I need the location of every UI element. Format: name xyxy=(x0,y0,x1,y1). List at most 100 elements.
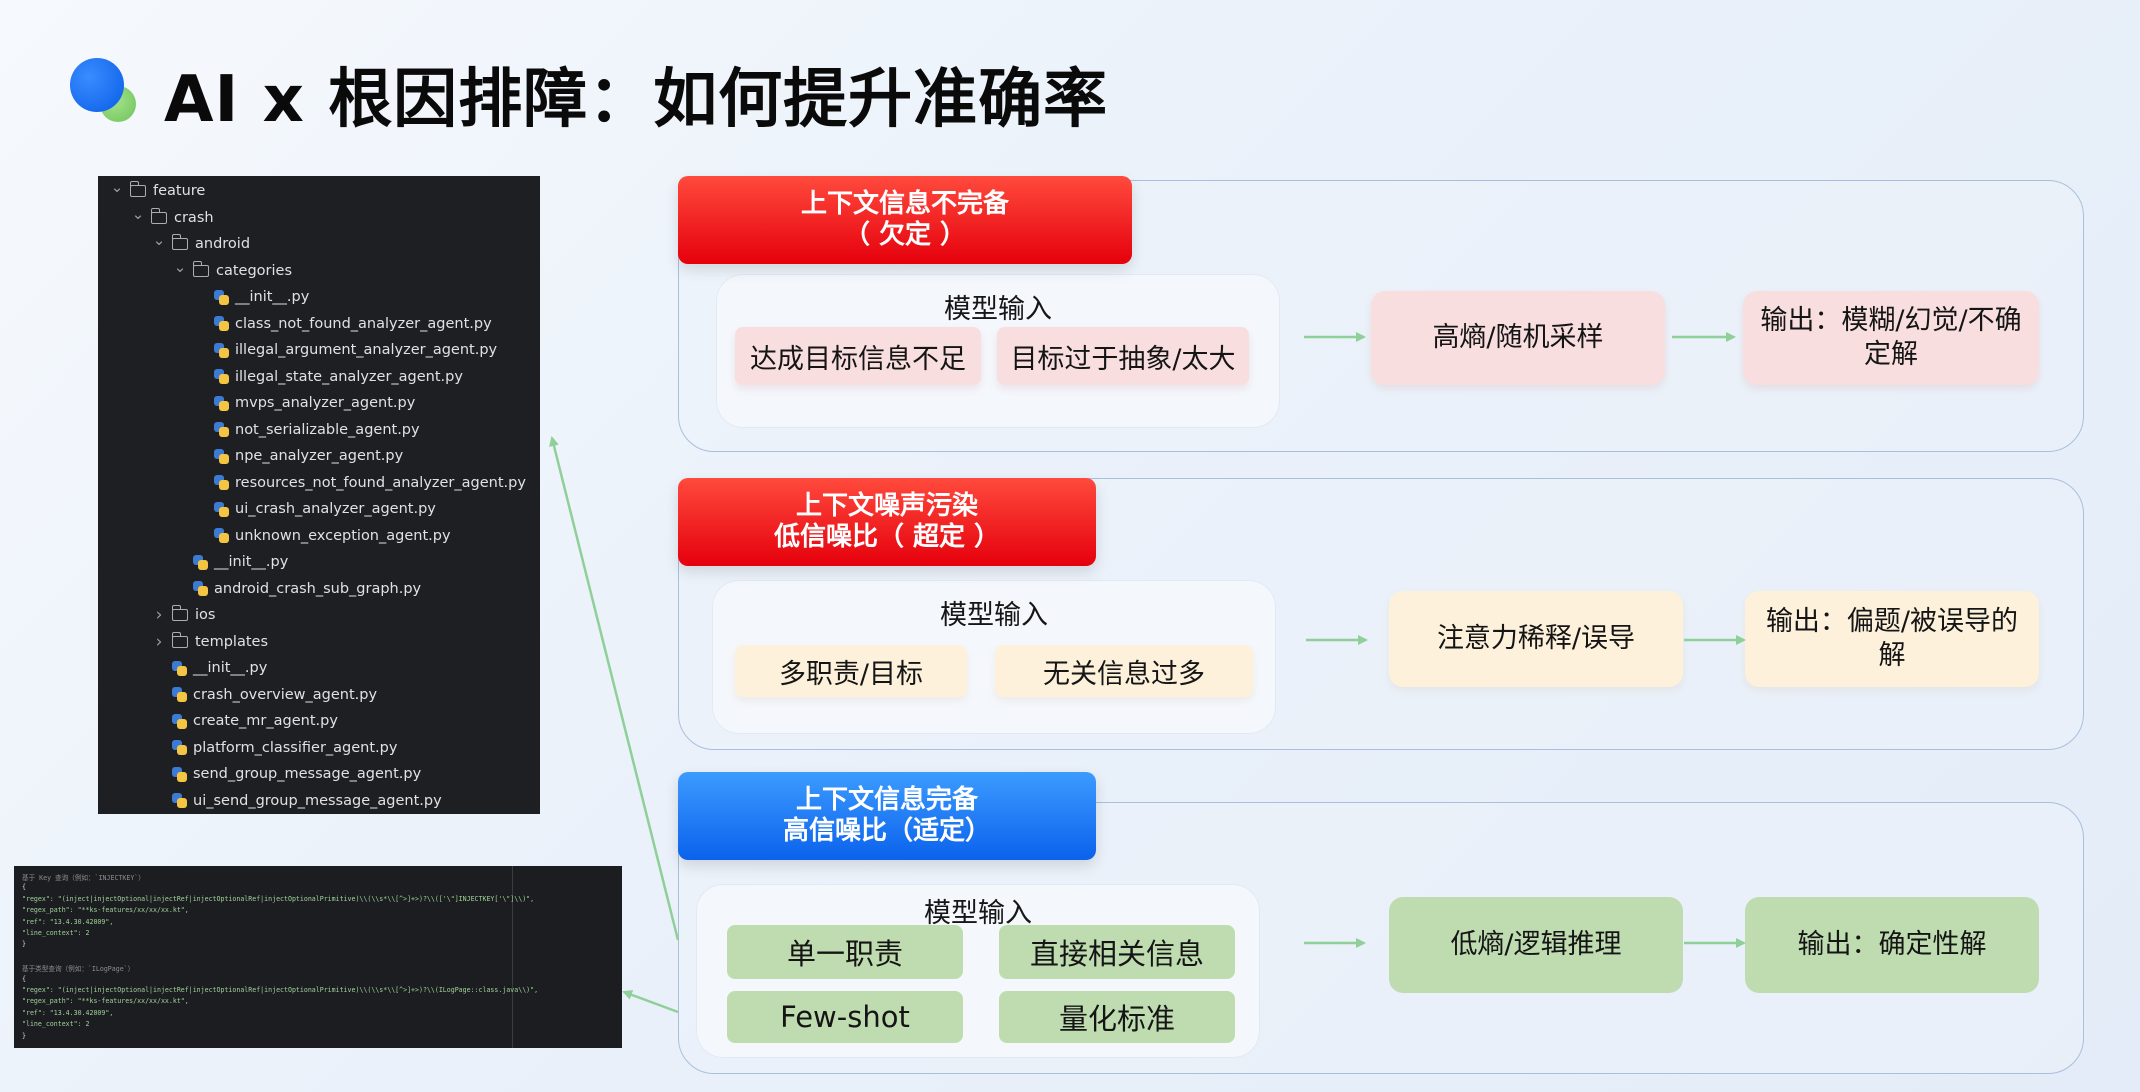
code-line: "regex": "(inject|injectOptional|injectR… xyxy=(22,986,539,994)
tree-file[interactable]: npe_analyzer_agent.py xyxy=(194,443,403,469)
badge-line: 高信噪比（适定） xyxy=(782,816,991,846)
tree-item-label: mvps_analyzer_agent.py xyxy=(235,395,416,411)
badge-line: 低信噪比（ 超定 ） xyxy=(773,522,1001,552)
logo-icon xyxy=(66,54,142,124)
input-chip: 目标过于抽象/太大 xyxy=(997,327,1249,385)
tree-file[interactable]: android_crash_sub_graph.py xyxy=(173,576,421,602)
python-file-icon xyxy=(214,528,229,543)
tree-file[interactable]: resources_not_found_analyzer_agent.py xyxy=(194,470,526,496)
tree-item-label: ui_send_group_message_agent.py xyxy=(193,792,442,809)
section-overdetermined: 模型输入 多职责/目标 无关信息过多 注意力稀释/误导 输出：偏题/被误导的解 xyxy=(678,478,2084,750)
tree-item-label: __init__.py xyxy=(235,289,310,305)
folder-icon xyxy=(192,260,209,277)
python-file-icon xyxy=(172,660,187,676)
code-line: { xyxy=(22,883,26,892)
folder-icon xyxy=(171,631,188,648)
chevron-down-icon: ⌄ xyxy=(152,231,166,249)
python-file-icon xyxy=(214,316,229,331)
tree-file[interactable]: illegal_state_analyzer_agent.py xyxy=(194,364,463,390)
tree-item-label: __init__.py xyxy=(214,554,289,570)
tree-item-label: send_group_message_agent.py xyxy=(193,766,422,782)
tree-item-label: unknown_exception_agent.py xyxy=(235,527,451,544)
code-line: } xyxy=(22,1031,26,1040)
badge-line: （ 欠定 ） xyxy=(843,220,967,250)
code-line: "line_context": 2 xyxy=(22,929,90,937)
tree-file[interactable]: unknown_exception_agent.py xyxy=(194,523,451,549)
python-file-icon xyxy=(214,422,229,437)
tree-item-label: templates xyxy=(195,633,269,650)
python-file-icon xyxy=(214,475,229,490)
chevron-down-icon: ⌄ xyxy=(131,204,145,223)
tree-file[interactable]: not_serializable_agent.py xyxy=(194,417,420,443)
python-file-icon xyxy=(172,713,187,729)
folder-icon xyxy=(171,234,188,250)
arrow-to-tree xyxy=(549,436,680,941)
tree-file[interactable]: create_mr_agent.py xyxy=(152,708,338,734)
input-panel: 模型输入 单一职责 直接相关信息 Few-shot 量化标准 xyxy=(697,885,1259,1057)
tree-file[interactable]: __init__.py xyxy=(173,549,288,575)
python-file-icon xyxy=(214,342,229,358)
code-line: "ref": "13.4.30.42009", xyxy=(22,1008,114,1017)
tree-item-label: not_serializable_agent.py xyxy=(235,421,420,438)
output-box: 输出：确定性解 xyxy=(1745,897,2039,993)
python-file-icon xyxy=(214,289,229,305)
python-file-icon xyxy=(214,501,229,517)
output-box: 输出：偏题/被误导的解 xyxy=(1745,591,2039,687)
code-line: 基于 Key 查询（例如：`INJECTKEY`） xyxy=(22,874,145,882)
python-file-icon xyxy=(214,448,229,464)
tree-file[interactable]: platform_classifier_agent.py xyxy=(152,735,397,761)
code-panel: 基于 Key 查询（例如：`INJECTKEY`）{ "regex": "(in… xyxy=(14,866,622,1048)
tree-item-label: feature xyxy=(153,183,206,199)
tree-item-label: illegal_state_analyzer_agent.py xyxy=(235,368,463,385)
python-file-icon xyxy=(172,793,187,808)
tree-folder[interactable]: ›ios xyxy=(152,602,215,628)
tree-folder[interactable]: ⌄android xyxy=(152,231,250,257)
badge-line: 上下文信息不完备 xyxy=(800,189,1009,219)
tree-file[interactable]: ui_crash_analyzer_agent.py xyxy=(194,496,436,522)
process-box: 低熵/逻辑推理 xyxy=(1389,897,1683,993)
input-chip: 量化标准 xyxy=(999,991,1235,1043)
tree-item-label: class_not_found_analyzer_agent.py xyxy=(235,315,492,332)
input-panel-title: 模型输入 xyxy=(924,898,1032,929)
code-line: { xyxy=(22,974,26,983)
tree-item-label: crash_overview_agent.py xyxy=(193,686,378,703)
python-file-icon xyxy=(172,687,187,702)
tree-file[interactable]: mvps_analyzer_agent.py xyxy=(194,390,415,416)
python-file-icon xyxy=(214,369,229,384)
output-box: 输出：模糊/幻觉/不确定解 xyxy=(1743,291,2039,385)
chevron-down-icon: ⌄ xyxy=(110,178,124,196)
tree-file[interactable]: crash_overview_agent.py xyxy=(152,682,377,708)
code-line: "regex": "(inject|injectOptional|injectR… xyxy=(22,894,535,903)
tree-folder[interactable]: ⌄categories xyxy=(173,258,292,284)
tree-file[interactable]: illegal_argument_analyzer_agent.py xyxy=(194,337,497,363)
tree-folder[interactable]: ›templates xyxy=(152,629,268,655)
badge-line: 上下文信息完备 xyxy=(795,785,978,815)
badge-line: 上下文噪声污染 xyxy=(795,491,978,521)
tree-folder[interactable]: ⌄ feature xyxy=(110,178,206,204)
tree-item-label: npe_analyzer_agent.py xyxy=(235,448,404,464)
input-chip: 直接相关信息 xyxy=(999,925,1235,979)
python-file-icon xyxy=(214,395,229,411)
tree-item-label: platform_classifier_agent.py xyxy=(193,739,398,756)
input-chip: 多职责/目标 xyxy=(735,645,967,697)
input-panel-title: 模型输入 xyxy=(944,294,1052,325)
tree-file[interactable]: ui_send_group_message_agent.py xyxy=(152,788,442,814)
folder-icon xyxy=(129,181,146,197)
tree-folder[interactable]: ⌄crash xyxy=(131,205,214,231)
tree-file[interactable]: send_group_message_agent.py xyxy=(152,761,421,787)
tree-item-label: create_mr_agent.py xyxy=(193,713,338,729)
file-tree: ⌄ feature ⌄crash⌄android⌄categories __init_… xyxy=(98,176,540,814)
code-line: } xyxy=(22,940,26,949)
tree-item-label: __init__.py xyxy=(193,660,268,676)
folder-icon xyxy=(171,605,188,621)
tree-file[interactable]: __init__.py xyxy=(152,655,267,681)
tree-file[interactable]: class_not_found_analyzer_agent.py xyxy=(194,311,492,337)
input-chip: 无关信息过多 xyxy=(995,645,1253,697)
folder-icon xyxy=(150,207,167,224)
input-panel: 模型输入 多职责/目标 无关信息过多 xyxy=(713,581,1275,733)
tree-file[interactable]: __init__.py xyxy=(194,284,309,310)
input-chip: 单一职责 xyxy=(727,925,963,979)
process-box: 高熵/随机采样 xyxy=(1371,291,1665,385)
code-line: 基于类型查询（例如：`ILogPage`） xyxy=(22,965,135,974)
